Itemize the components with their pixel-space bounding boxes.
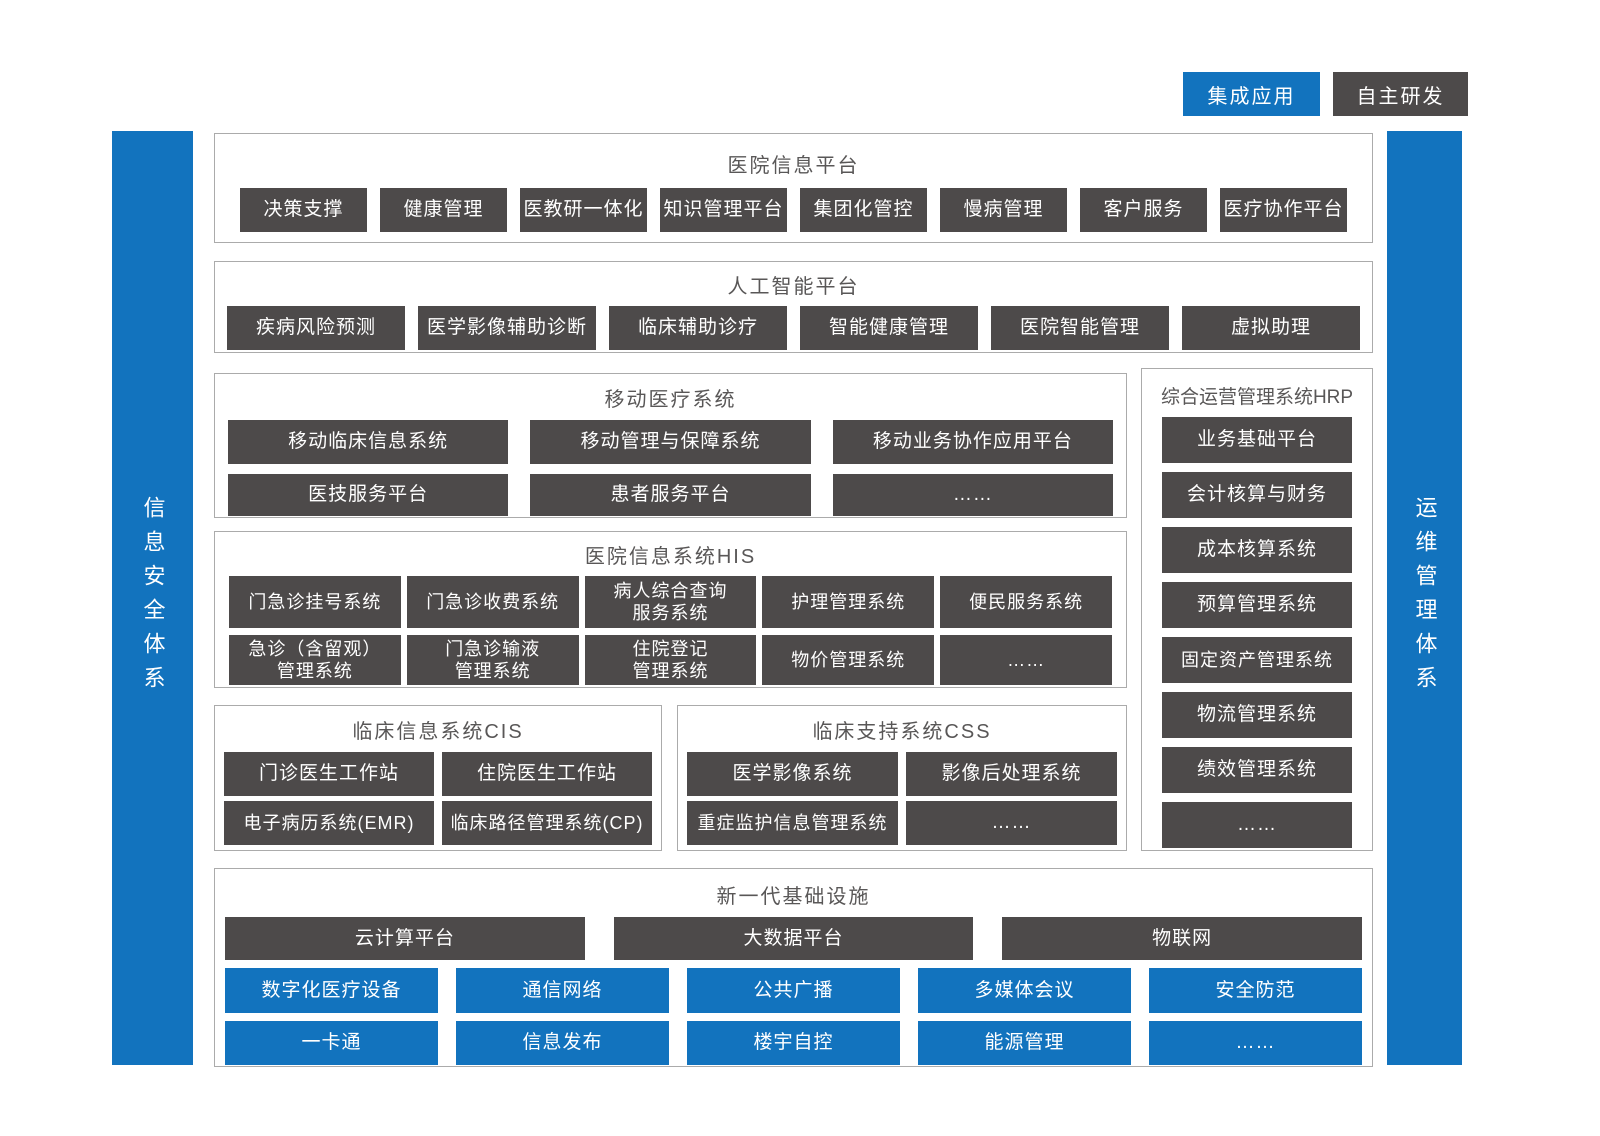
css-item: …… [906,801,1117,845]
his-item: 门急诊挂号系统 [229,576,401,628]
hrp-item: 预算管理系统 [1162,582,1352,628]
his-item: 护理管理系统 [762,576,935,628]
ai-platform-item: 临床辅助诊疗 [609,306,787,350]
section-title: 人工智能平台 [727,276,860,298]
his-item: 急诊（含留观） 管理系统 [229,635,401,685]
infrastructure-blue-item: 多媒体会议 [918,968,1131,1013]
section-title: 新一代基础设施 [716,886,871,908]
ai-platform-item: 医学影像辅助诊断 [418,306,596,350]
ai-platform-item: 医院智能管理 [991,306,1169,350]
hrp-item: …… [1162,802,1352,848]
infrastructure-dark-item: 大数据平台 [613,917,974,960]
his-item: 便民服务系统 [940,576,1112,628]
section-css: 临床支持系统CSS 医学影像系统 影像后处理系统 重症监护信息管理系统 …… [677,705,1127,851]
section-title: 综合运营管理系统HRP [1160,387,1354,408]
infrastructure-blue-item: 信息发布 [456,1021,669,1065]
section-cis: 临床信息系统CIS 门诊医生工作站 住院医生工作站 电子病历系统(EMR) 临床… [214,705,662,851]
his-item: …… [940,635,1112,685]
section-title: 移动医疗系统 [604,389,737,411]
infrastructure-blue-item: 能源管理 [918,1021,1131,1065]
css-item: 影像后处理系统 [906,752,1117,796]
hrp-item: 成本核算系统 [1162,527,1352,573]
hrp-item: 固定资产管理系统 [1162,637,1352,683]
mobile-medical-item: 移动业务协作应用平台 [832,420,1113,464]
section-infrastructure: 新一代基础设施 云计算平台 大数据平台 物联网 数字化医疗设备 通信网络 公共广… [214,868,1373,1067]
section-title: 医院信息系统HIS [584,546,757,568]
cis-item: 住院医生工作站 [442,752,652,796]
hospital-platform-item: 决策支撑 [240,188,367,232]
hospital-platform-item: 客户服务 [1080,188,1207,232]
section-title: 临床支持系统CSS [812,721,992,743]
hrp-item: 绩效管理系统 [1162,747,1352,793]
section-title: 医院信息平台 [727,155,860,177]
infrastructure-blue-item: …… [1149,1021,1362,1065]
ai-platform-item: 疾病风险预测 [227,306,405,350]
mobile-medical-item: 移动管理与保障系统 [530,420,811,464]
hospital-platform-item: 健康管理 [380,188,507,232]
hospital-platform-item: 知识管理平台 [660,188,787,232]
infrastructure-blue-item: 楼宇自控 [687,1021,900,1065]
section-hospital-info-platform: 医院信息平台 决策支撑 健康管理 医教研一体化 知识管理平台 集团化管控 慢病管… [214,133,1373,243]
mobile-medical-item: …… [832,474,1113,516]
hospital-platform-item: 医教研一体化 [520,188,647,232]
section-ai-platform: 人工智能平台 疾病风险预测 医学影像辅助诊断 临床辅助诊疗 智能健康管理 医院智… [214,261,1373,353]
css-item: 重症监护信息管理系统 [687,801,898,845]
operation-maintenance-system-bar: 运维管理体系 [1387,131,1462,1065]
his-item: 住院登记 管理系统 [584,635,757,685]
his-item: 门急诊输液 管理系统 [406,635,579,685]
hrp-item: 物流管理系统 [1162,692,1352,738]
infrastructure-dark-item: 云计算平台 [225,917,585,960]
cis-item: 电子病历系统(EMR) [224,801,434,845]
information-security-system-bar: 信息安全体系 [112,131,193,1065]
ai-platform-item: 虚拟助理 [1182,306,1360,350]
his-item: 物价管理系统 [762,635,935,685]
infrastructure-blue-item: 一卡通 [225,1021,438,1065]
hospital-platform-item: 集团化管控 [800,188,927,232]
hrp-item: 业务基础平台 [1162,417,1352,463]
infrastructure-blue-item: 公共广播 [687,968,900,1013]
mobile-medical-item: 患者服务平台 [530,474,811,516]
cis-item: 门诊医生工作站 [224,752,434,796]
section-his: 医院信息系统HIS 门急诊挂号系统 门急诊收费系统 病人综合查询 服务系统 护理… [214,531,1127,688]
hrp-item: 会计核算与财务 [1162,472,1352,518]
infrastructure-blue-item: 安全防范 [1149,968,1362,1013]
legend-integrated-application: 集成应用 [1183,72,1320,116]
legend-self-developed: 自主研发 [1333,72,1468,116]
his-item: 病人综合查询 服务系统 [584,576,757,628]
his-item: 门急诊收费系统 [406,576,579,628]
section-mobile-medical: 移动医疗系统 移动临床信息系统 移动管理与保障系统 移动业务协作应用平台 医技服… [214,373,1127,518]
section-title: 临床信息系统CIS [352,721,524,743]
mobile-medical-item: 医技服务平台 [228,474,509,516]
ai-platform-item: 智能健康管理 [800,306,978,350]
section-hrp: 综合运营管理系统HRP 业务基础平台 会计核算与财务 成本核算系统 预算管理系统… [1141,368,1373,851]
infrastructure-dark-item: 物联网 [1002,917,1362,960]
infrastructure-blue-item: 数字化医疗设备 [225,968,438,1013]
infrastructure-blue-item: 通信网络 [456,968,669,1013]
mobile-medical-item: 移动临床信息系统 [228,420,509,464]
css-item: 医学影像系统 [687,752,898,796]
hospital-platform-item: 医疗协作平台 [1220,188,1347,232]
hospital-platform-item: 慢病管理 [940,188,1067,232]
cis-item: 临床路径管理系统(CP) [442,801,652,845]
